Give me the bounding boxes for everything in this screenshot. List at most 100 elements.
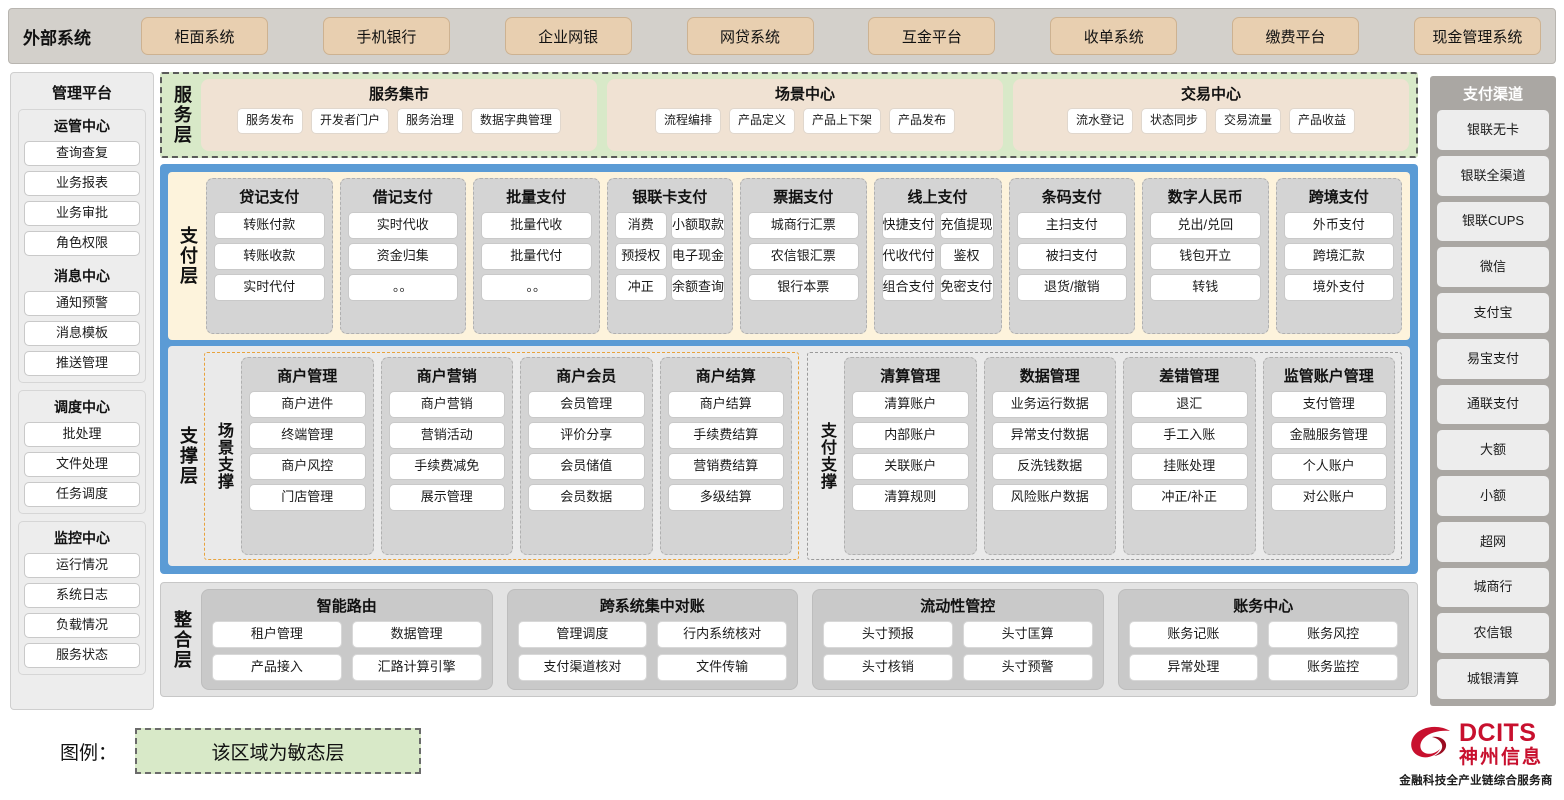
- payment-item[interactable]: 批量代付: [481, 243, 592, 270]
- support-item[interactable]: 挂账处理: [1131, 453, 1248, 480]
- support-item[interactable]: 商户结算: [667, 391, 784, 418]
- payment-item[interactable]: 银行本票: [748, 274, 859, 301]
- support-item[interactable]: 风险账户数据: [991, 484, 1108, 511]
- payment-item[interactable]: 农信银汇票: [748, 243, 859, 270]
- payment-item[interactable]: 外币支付: [1283, 212, 1395, 239]
- external-system-chip[interactable]: 互金平台: [868, 17, 996, 55]
- payment-channel-item[interactable]: 银联无卡: [1437, 110, 1549, 150]
- integration-item[interactable]: 头寸匡算: [962, 621, 1093, 648]
- support-item[interactable]: 手工入账: [1131, 422, 1248, 449]
- service-item[interactable]: 状态同步: [1140, 108, 1207, 134]
- payment-channel-item[interactable]: 银联CUPS: [1437, 201, 1549, 242]
- payment-item[interactable]: 退货/撤销: [1016, 274, 1128, 301]
- support-item[interactable]: 商户进件: [249, 391, 366, 418]
- payment-channel-item[interactable]: 城商行: [1437, 567, 1549, 608]
- integration-item[interactable]: 账务记账: [1128, 621, 1259, 648]
- management-item[interactable]: 任务调度: [24, 482, 140, 507]
- payment-item[interactable]: 钱包开立: [1150, 243, 1261, 270]
- payment-item[interactable]: 小额取款: [670, 212, 725, 239]
- external-system-chip[interactable]: 柜面系统: [141, 17, 268, 55]
- management-item[interactable]: 系统日志: [24, 583, 140, 608]
- management-item[interactable]: 负载情况: [24, 613, 140, 638]
- support-item[interactable]: 对公账户: [1270, 484, 1387, 511]
- support-item[interactable]: 退汇: [1131, 391, 1248, 418]
- integration-item[interactable]: 账务监控: [1268, 654, 1398, 681]
- integration-item[interactable]: 行内系统核对: [657, 621, 787, 648]
- support-item[interactable]: 冲正/补正: [1131, 484, 1248, 511]
- payment-item[interactable]: 余额查询: [670, 274, 725, 301]
- payment-channel-item[interactable]: 小额: [1437, 476, 1549, 516]
- payment-channel-item[interactable]: 银联全渠道: [1437, 155, 1549, 196]
- support-item[interactable]: 手续费结算: [667, 422, 784, 449]
- service-item[interactable]: 产品定义: [728, 108, 795, 134]
- payment-item[interactable]: 实时代收: [347, 212, 458, 239]
- payment-item[interactable]: 跨境汇款: [1283, 243, 1395, 270]
- management-item[interactable]: 查询查复: [24, 141, 140, 166]
- payment-item[interactable]: 资金归集: [347, 243, 458, 270]
- support-item[interactable]: 会员储值: [528, 453, 645, 480]
- payment-channel-item[interactable]: 支付宝: [1437, 293, 1549, 333]
- external-system-chip[interactable]: 手机银行: [322, 17, 450, 55]
- payment-item[interactable]: 快捷支付: [881, 212, 936, 239]
- support-item[interactable]: 商户营销: [388, 391, 505, 418]
- payment-item[interactable]: 实时代付: [214, 274, 325, 301]
- payment-channel-item[interactable]: 通联支付: [1437, 384, 1549, 425]
- external-system-chip[interactable]: 缴费平台: [1232, 17, 1360, 55]
- support-item[interactable]: 金融服务管理: [1270, 422, 1387, 449]
- payment-item[interactable]: 鉴权: [939, 243, 994, 270]
- support-item[interactable]: 关联账户: [852, 453, 969, 480]
- service-item[interactable]: 流程编排: [654, 108, 721, 134]
- payment-item[interactable]: 免密支付: [939, 274, 994, 301]
- support-item[interactable]: 多级结算: [667, 484, 784, 511]
- payment-item[interactable]: 。。: [347, 274, 458, 301]
- support-item[interactable]: 门店管理: [249, 484, 366, 511]
- support-item[interactable]: 内部账户: [852, 422, 969, 449]
- service-item[interactable]: 交易流量: [1215, 108, 1282, 134]
- external-system-chip[interactable]: 网贷系统: [686, 17, 814, 55]
- management-item[interactable]: 通知预警: [24, 291, 140, 316]
- service-item[interactable]: 开发者门户: [310, 108, 389, 134]
- payment-channel-item[interactable]: 微信: [1437, 247, 1549, 288]
- service-item[interactable]: 产品发布: [889, 108, 956, 134]
- support-item[interactable]: 营销费结算: [667, 453, 784, 480]
- management-item[interactable]: 服务状态: [24, 643, 140, 668]
- payment-channel-item[interactable]: 城银清算: [1437, 659, 1549, 699]
- payment-item[interactable]: 。。: [481, 274, 592, 301]
- payment-item[interactable]: 预授权: [614, 243, 667, 270]
- payment-item[interactable]: 被扫支付: [1016, 243, 1128, 270]
- support-item[interactable]: 反洗钱数据: [991, 453, 1108, 480]
- support-item[interactable]: 清算账户: [852, 391, 969, 418]
- management-item[interactable]: 推送管理: [24, 351, 140, 376]
- service-item[interactable]: 数据字典管理: [471, 108, 562, 134]
- payment-channel-item[interactable]: 超网: [1437, 521, 1549, 562]
- support-item[interactable]: 异常支付数据: [991, 422, 1108, 449]
- integration-item[interactable]: 数据管理: [351, 621, 482, 648]
- integration-item[interactable]: 头寸预警: [962, 654, 1093, 681]
- payment-item[interactable]: 城商行汇票: [748, 212, 859, 239]
- integration-item[interactable]: 异常处理: [1128, 654, 1259, 681]
- integration-item[interactable]: 头寸预报: [823, 621, 953, 648]
- management-item[interactable]: 消息模板: [24, 321, 140, 346]
- service-item[interactable]: 产品上下架: [803, 108, 882, 134]
- management-item[interactable]: 业务审批: [24, 201, 140, 226]
- service-item[interactable]: 服务治理: [397, 108, 464, 134]
- payment-channel-item[interactable]: 农信银: [1437, 613, 1549, 654]
- support-item[interactable]: 清算规则: [852, 484, 969, 511]
- payment-item[interactable]: 消费: [614, 212, 667, 239]
- integration-item[interactable]: 文件传输: [657, 654, 787, 681]
- support-item[interactable]: 手续费减免: [388, 453, 505, 480]
- integration-item[interactable]: 头寸核销: [823, 654, 953, 681]
- payment-item[interactable]: 批量代收: [481, 212, 592, 239]
- support-item[interactable]: 营销活动: [388, 422, 505, 449]
- support-item[interactable]: 业务运行数据: [991, 391, 1108, 418]
- payment-item[interactable]: 冲正: [614, 274, 667, 301]
- payment-item[interactable]: 转账付款: [214, 212, 325, 239]
- support-item[interactable]: 支付管理: [1270, 391, 1387, 418]
- support-item[interactable]: 商户风控: [249, 453, 366, 480]
- payment-item[interactable]: 转钱: [1150, 274, 1261, 301]
- external-system-chip[interactable]: 收单系统: [1050, 17, 1178, 55]
- integration-item[interactable]: 汇路计算引擎: [351, 654, 482, 681]
- payment-item[interactable]: 充值提现: [939, 212, 994, 239]
- support-item[interactable]: 会员管理: [528, 391, 645, 418]
- service-item[interactable]: 流水登记: [1066, 108, 1133, 134]
